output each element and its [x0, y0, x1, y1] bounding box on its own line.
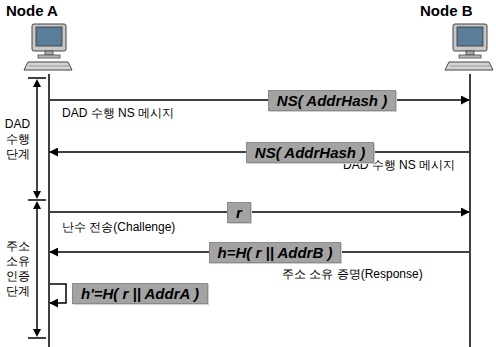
message-note: 난수 전송(Challenge): [62, 219, 175, 236]
host-node: Node B: [416, 2, 494, 74]
lifeline-a: [48, 74, 50, 347]
message-arrow: [50, 211, 469, 213]
message-arrow: [50, 284, 66, 303]
node-name: Node A: [2, 2, 94, 19]
phase-label: 주소 소유 인증 단계: [1, 239, 34, 299]
lifeline-b: [469, 74, 471, 347]
message-label: NS( AddrHash ): [268, 90, 396, 111]
message-arrow: [50, 99, 469, 101]
message-label: h=H( r || AddrB ): [209, 242, 342, 263]
computer-icon: [23, 22, 75, 74]
message-label: NS( AddrHash ): [246, 142, 374, 163]
message-note: DAD 수행 NS 메시지: [62, 105, 174, 122]
message-note: 주소 소유 증명(Response): [282, 266, 423, 283]
phase-label: DAD 수행 단계: [1, 117, 34, 162]
message-label: r: [227, 202, 251, 223]
message-label: h'=H( r || AddrA ): [72, 283, 208, 304]
computer-icon: [444, 22, 496, 74]
host-node: Node A: [2, 2, 94, 74]
node-name: Node B: [416, 2, 494, 19]
